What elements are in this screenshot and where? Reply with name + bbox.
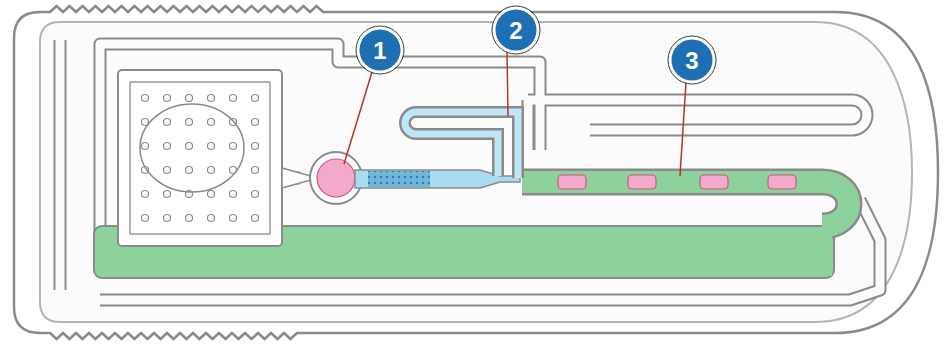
well-dot [208, 191, 215, 198]
well-dot [208, 95, 215, 102]
sample-inlet [140, 104, 244, 192]
callout-disc [494, 8, 538, 52]
well-dot [142, 215, 149, 222]
fluid-channels [60, 40, 880, 300]
channel-bore [528, 100, 867, 130]
leader-line [344, 72, 372, 164]
well-dot [142, 143, 149, 150]
well-dot [252, 143, 259, 150]
well-dot [208, 215, 215, 222]
well-dot [186, 119, 193, 126]
channel-wall [54, 40, 67, 290]
well-dot [142, 95, 149, 102]
callout-ring [492, 6, 540, 54]
sensor-channel-join [800, 228, 832, 276]
well-dot [164, 119, 171, 126]
well-dot [142, 191, 149, 198]
sensor-chip [628, 175, 656, 189]
cartridge-housing [14, 6, 938, 339]
channel-bore [524, 100, 533, 150]
inner-panel [40, 22, 912, 322]
callout-number: 2 [509, 19, 522, 43]
well-dot [164, 191, 171, 198]
well-dot [208, 167, 215, 174]
well-dot [252, 95, 259, 102]
sensor-chips [558, 175, 796, 189]
well-dot [252, 215, 259, 222]
callout-ring [668, 36, 716, 84]
chamber-outline [310, 152, 362, 204]
sample-well [130, 82, 270, 234]
well-dot [230, 191, 237, 198]
well-dot [164, 95, 171, 102]
well-dot [252, 167, 259, 174]
well-dot [164, 143, 171, 150]
sample-well-frame [118, 70, 282, 246]
sensor-chip [768, 175, 796, 189]
reagent-zone [368, 171, 430, 187]
well-dot [164, 167, 171, 174]
channel-wall [528, 100, 867, 130]
channel-bore [56, 40, 65, 290]
sample-chamber [317, 159, 355, 197]
well-dot [186, 215, 193, 222]
sensor-chip [558, 175, 586, 189]
well-dot [230, 143, 237, 150]
air-channel [405, 112, 518, 178]
well-dot [208, 143, 215, 150]
well-dot [230, 95, 237, 102]
callout-disc [670, 38, 714, 82]
callout-number: 1 [373, 39, 386, 63]
leader-line [507, 52, 508, 116]
sensor-chip [700, 175, 728, 189]
well-dot [186, 167, 193, 174]
callout-ring [356, 26, 404, 74]
well-dot [186, 95, 193, 102]
air-channel-border [405, 112, 518, 178]
well-dot [252, 191, 259, 198]
well-dot [186, 143, 193, 150]
well-dot [164, 215, 171, 222]
leader-line [680, 82, 686, 176]
callout-disc [358, 28, 402, 72]
callout-number: 3 [685, 49, 698, 73]
well-dot [230, 215, 237, 222]
well-dot [208, 119, 215, 126]
well-dot [252, 119, 259, 126]
